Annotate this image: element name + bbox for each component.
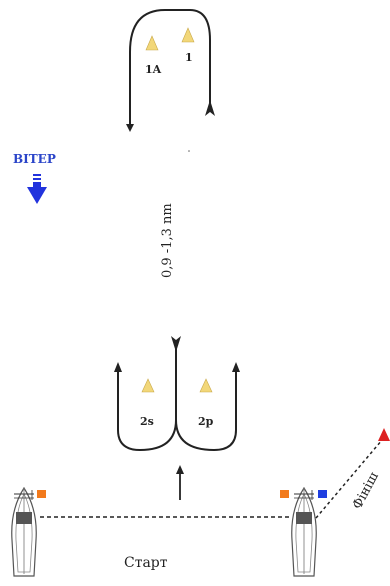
mark-2s-triangle (141, 378, 155, 393)
gate-loop-right (175, 372, 237, 452)
gate-loop-left (117, 345, 177, 452)
finish-mark-triangle (378, 428, 390, 441)
mark-1a-triangle (145, 35, 159, 51)
wind-arrow-icon (27, 174, 47, 204)
gate-arrow-right (232, 362, 240, 372)
right-blue-flag (318, 490, 327, 498)
upwind-loop-path (129, 9, 211, 128)
mark-1a-label: 1A (145, 63, 162, 76)
loop-entry-arrow (205, 100, 215, 116)
right-committee-boat (291, 486, 317, 577)
mark-2p-triangle (199, 378, 213, 393)
left-orange-flag (37, 490, 46, 498)
center-dot (188, 150, 190, 152)
loop-arrow-down (126, 124, 134, 132)
right-orange-flag (280, 490, 289, 498)
left-committee-boat (11, 486, 37, 577)
mark-2p-label: 2p (198, 415, 214, 428)
mark-1-label: 1 (185, 51, 193, 64)
mark-1-triangle (181, 27, 195, 43)
gate-arrow-left (114, 362, 122, 372)
mark-2s-label: 2s (140, 415, 154, 428)
wind-label: ВІТЕР (13, 152, 56, 166)
start-up-arrow (176, 465, 184, 474)
gate-entry-arrow (171, 336, 181, 352)
start-label: Старт (124, 555, 168, 571)
distance-label: 0,9 -1,3 nm (160, 203, 175, 278)
finish-line (315, 439, 383, 519)
